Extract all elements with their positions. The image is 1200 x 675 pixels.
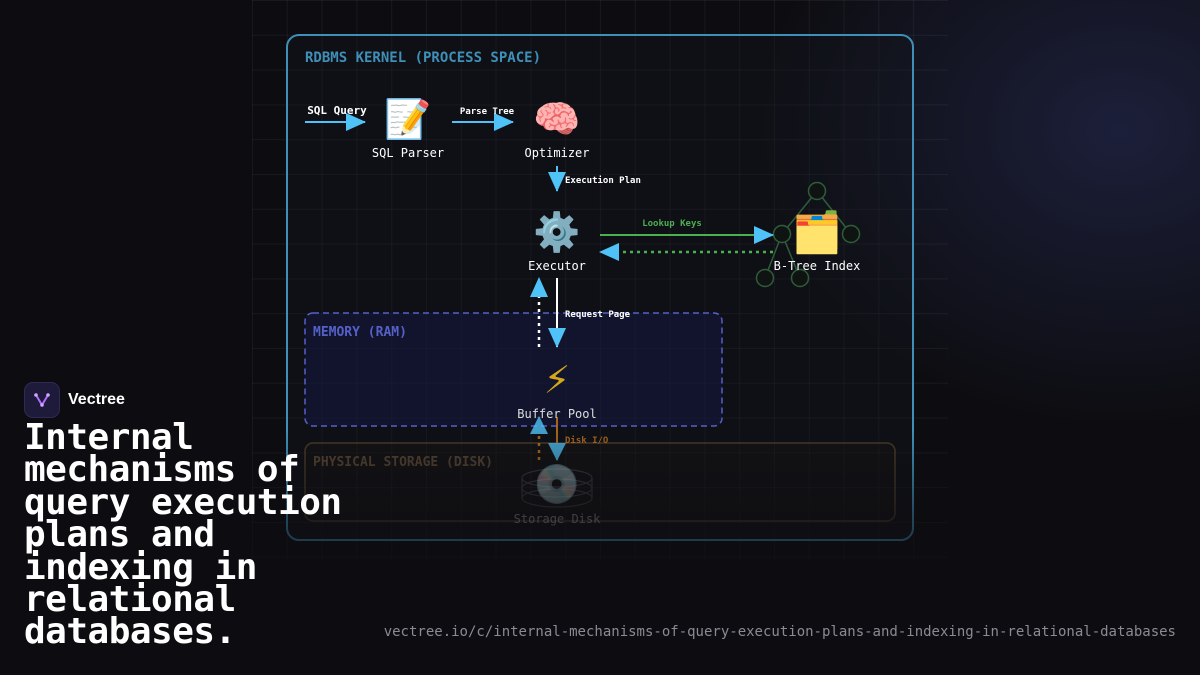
edge-lookup-keys: Lookup Keys — [599, 219, 774, 261]
node-optimizer: 🧠 Optimizer — [524, 97, 589, 160]
zone-kernel-title: RDBMS KERNEL (PROCESS SPACE) — [305, 50, 541, 66]
node-label-btree-index: B-Tree Index — [774, 259, 861, 273]
lightning-icon: ⚡ — [544, 358, 571, 402]
edge-label-execution-plan: Execution Plan — [565, 175, 641, 186]
source-url: vectree.io/c/internal-mechanisms-of-quer… — [383, 624, 1176, 640]
edge-label-request-page: Request Page — [565, 310, 631, 320]
zone-storage: PHYSICAL STORAGE (DISK) — [304, 442, 896, 522]
card-index-dividers-icon: 🗂️ — [792, 209, 842, 256]
brand-name: Vectree — [68, 391, 125, 408]
brain-icon: 🧠 — [533, 97, 580, 141]
memo-icon: 📝 — [384, 97, 431, 141]
edge-label-lookup-keys: Lookup Keys — [642, 219, 702, 229]
node-executor: ⚙️ Executor — [528, 210, 586, 273]
node-btree-index: 🗂️ B-Tree Index — [774, 209, 861, 273]
node-label-optimizer: Optimizer — [524, 146, 589, 160]
node-sql-parser: 📝 SQL Parser — [372, 97, 444, 160]
brand: Vectree — [24, 382, 125, 418]
zone-memory-title: MEMORY (RAM) — [313, 325, 407, 340]
node-label-sql-parser: SQL Parser — [372, 146, 444, 160]
node-buffer-pool: ⚡ Buffer Pool — [517, 358, 596, 421]
vectree-logo-icon — [24, 382, 60, 418]
edge-label-sql-query: SQL Query — [307, 104, 367, 117]
node-label-buffer-pool: Buffer Pool — [517, 407, 596, 421]
edge-execution-plan: Execution Plan — [548, 166, 641, 192]
gear-icon: ⚙️ — [533, 210, 580, 254]
zone-memory: MEMORY (RAM) — [304, 312, 723, 427]
edge-sql-query: SQL Query — [305, 104, 367, 131]
edge-request-page: Request Page — [530, 277, 631, 348]
edge-parse-tree: Parse Tree — [452, 107, 515, 131]
node-label-executor: Executor — [528, 259, 586, 273]
node-label-storage-disk: Storage Disk — [514, 512, 601, 526]
edge-label-disk-io: Disk I/O — [565, 435, 609, 446]
optical-disk-icon: 💿 — [533, 462, 580, 507]
edge-label-parse-tree: Parse Tree — [460, 107, 515, 117]
page-title: Internal mechanisms of query execution p… — [24, 417, 342, 653]
